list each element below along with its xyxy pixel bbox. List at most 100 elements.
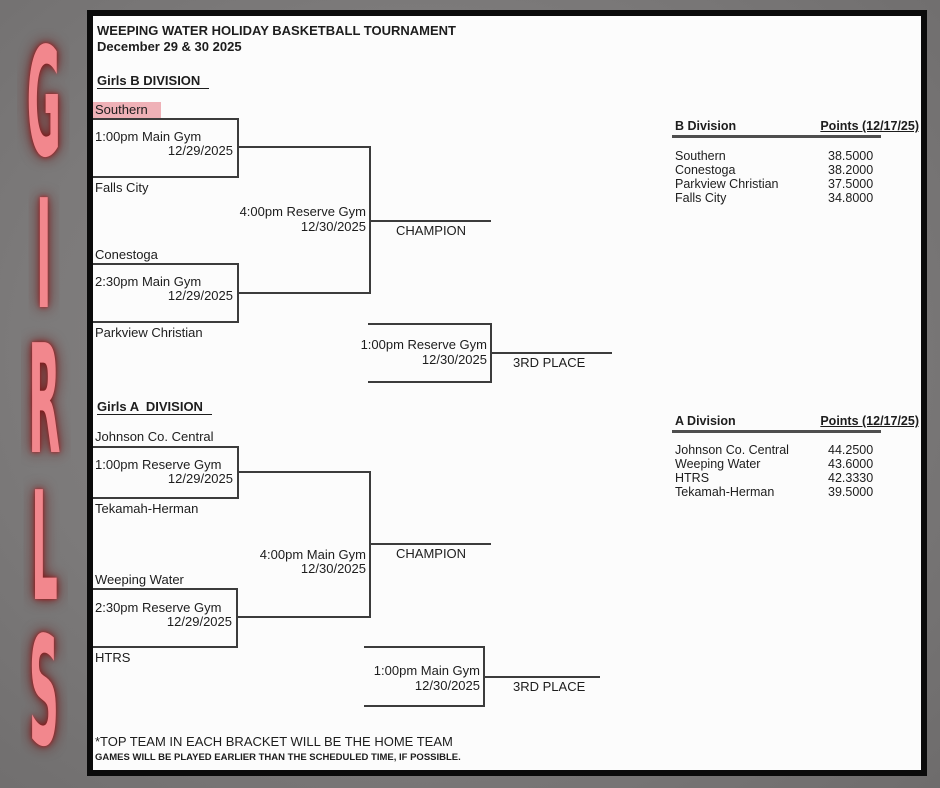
standings-team: Southern bbox=[675, 149, 726, 163]
game-time: 2:30pm Reserve Gym bbox=[95, 600, 222, 615]
game-date: 12/29/2025 bbox=[166, 614, 232, 629]
game-time: 1:00pm Reserve Gym bbox=[95, 457, 222, 472]
standings-points: 34.8000 bbox=[828, 191, 874, 205]
bracket-connector bbox=[237, 292, 371, 294]
team-htrs: HTRS bbox=[95, 650, 131, 665]
team-johnson: Johnson Co. Central bbox=[95, 429, 214, 444]
bracket-line bbox=[93, 646, 238, 648]
standings-team: Tekamah-Herman bbox=[675, 485, 775, 499]
bracket-line bbox=[93, 176, 239, 178]
bracket-line bbox=[93, 118, 239, 120]
sidebar-letter-i: I bbox=[0, 167, 88, 344]
standings-row: Parkview Christian 37.5000 bbox=[675, 177, 919, 191]
letter-glyph: R bbox=[27, 311, 61, 489]
team-conestoga: Conestoga bbox=[95, 247, 158, 262]
bracket-line bbox=[368, 381, 492, 383]
final-time: 4:00pm Main Gym bbox=[259, 547, 366, 562]
bracket-line bbox=[237, 118, 239, 178]
letter-glyph: L bbox=[30, 458, 58, 636]
third-place-label: 3RD PLACE bbox=[513, 679, 586, 694]
tournament-sheet: WEEPING WATER HOLIDAY BASKETBALL TOURNAM… bbox=[87, 10, 927, 776]
sheet-content: WEEPING WATER HOLIDAY BASKETBALL TOURNAM… bbox=[93, 16, 921, 770]
standings-col-team: B Division bbox=[675, 119, 737, 133]
standings-row: Tekamah-Herman 39.5000 bbox=[675, 485, 919, 499]
bracket-line bbox=[364, 705, 485, 707]
game-time: 2:30pm Main Gym bbox=[95, 274, 202, 289]
standings-points: 38.2000 bbox=[828, 163, 874, 177]
sidebar-letter-r: R bbox=[0, 312, 88, 489]
standings-team: Conestoga bbox=[675, 163, 736, 177]
team-name: Southern bbox=[93, 102, 161, 119]
standings-header: A Division Points (12/17/25) bbox=[675, 414, 919, 428]
standings-col-points: Points (12/17/25) bbox=[820, 119, 919, 133]
game-date: 12/29/2025 bbox=[167, 143, 233, 158]
letter-glyph: S bbox=[28, 603, 60, 781]
third-time: 1:00pm Reserve Gym bbox=[360, 337, 487, 352]
standings-points: 38.5000 bbox=[828, 149, 874, 163]
standings-points: 39.5000 bbox=[828, 485, 874, 499]
footnote-early-games: GAMES WILL BE PLAYED EARLIER THAN THE SC… bbox=[95, 752, 461, 763]
standings-points: 43.6000 bbox=[828, 457, 874, 471]
standings-rule bbox=[672, 135, 881, 138]
standings-col-points: Points (12/17/25) bbox=[820, 414, 919, 428]
standings-rule bbox=[672, 430, 881, 433]
bracket-line bbox=[93, 588, 238, 590]
sheet-date-line: December 29 & 30 2025 bbox=[97, 39, 242, 54]
standings-team: Weeping Water bbox=[675, 457, 761, 471]
sidebar-letter-s: S bbox=[0, 604, 88, 781]
standings-row: Conestoga 38.2000 bbox=[675, 163, 919, 177]
bracket-connector bbox=[237, 146, 371, 148]
standings-team: Parkview Christian bbox=[675, 177, 779, 191]
bracket-connector bbox=[236, 616, 371, 618]
champion-line bbox=[369, 543, 491, 545]
champion-label: CHAMPION bbox=[396, 223, 467, 238]
game-time: 1:00pm Main Gym bbox=[95, 129, 202, 144]
team-falls-city: Falls City bbox=[95, 180, 149, 195]
sidebar-letter-g: G bbox=[0, 15, 88, 192]
champion-line bbox=[369, 220, 491, 222]
bracket-line bbox=[236, 588, 238, 648]
standings-points: 44.2500 bbox=[828, 443, 874, 457]
bracket-line bbox=[93, 321, 239, 323]
bracket-line bbox=[368, 323, 492, 325]
bracket-connector bbox=[237, 471, 371, 473]
standings-rows: Johnson Co. Central 44.2500 Weeping Water… bbox=[675, 443, 919, 499]
standings-row: Southern 38.5000 bbox=[675, 149, 919, 163]
third-date: 12/30/2025 bbox=[414, 678, 480, 693]
sidebar-letter-l: L bbox=[0, 459, 88, 636]
team-southern-highlighted: Southern bbox=[93, 102, 161, 119]
bracket-line bbox=[364, 646, 485, 648]
team-weeping-water: Weeping Water bbox=[95, 572, 184, 587]
standings-points: 37.5000 bbox=[828, 177, 874, 191]
final-time: 4:00pm Reserve Gym bbox=[239, 204, 366, 219]
third-place-label: 3RD PLACE bbox=[513, 355, 586, 370]
standings-row: Weeping Water 43.6000 bbox=[675, 457, 919, 471]
champion-label: CHAMPION bbox=[396, 546, 467, 561]
footnote-home-team: *TOP TEAM IN EACH BRACKET WILL BE THE HO… bbox=[95, 734, 453, 749]
standings-team: Johnson Co. Central bbox=[675, 443, 789, 457]
bracket-line bbox=[93, 263, 239, 265]
final-date: 12/30/2025 bbox=[300, 561, 366, 576]
standings-points: 42.3330 bbox=[828, 471, 874, 485]
third-place-line bbox=[483, 676, 600, 678]
bracket-line bbox=[93, 497, 239, 499]
sheet-title: WEEPING WATER HOLIDAY BASKETBALL TOURNAM… bbox=[97, 23, 456, 38]
standings-rows: Southern 38.5000 Conestoga 38.2000 Parkvie… bbox=[675, 149, 919, 205]
standings-header: B Division Points (12/17/25) bbox=[675, 119, 919, 133]
team-tekamah: Tekamah-Herman bbox=[95, 501, 199, 516]
game-date: 12/29/2025 bbox=[167, 288, 233, 303]
third-place-line bbox=[490, 352, 612, 354]
division-a-heading: Girls A DIVISION bbox=[97, 399, 212, 415]
standings-row: Johnson Co. Central 44.2500 bbox=[675, 443, 919, 457]
letter-glyph: I bbox=[36, 166, 52, 344]
division-b-heading: Girls B DIVISION bbox=[97, 73, 209, 89]
standings-col-team: A Division bbox=[675, 414, 736, 428]
third-time: 1:00pm Main Gym bbox=[373, 663, 480, 678]
game-date: 12/29/2025 bbox=[167, 471, 233, 486]
letter-glyph: G bbox=[26, 14, 62, 192]
final-date: 12/30/2025 bbox=[300, 219, 366, 234]
team-parkview: Parkview Christian bbox=[95, 325, 203, 340]
